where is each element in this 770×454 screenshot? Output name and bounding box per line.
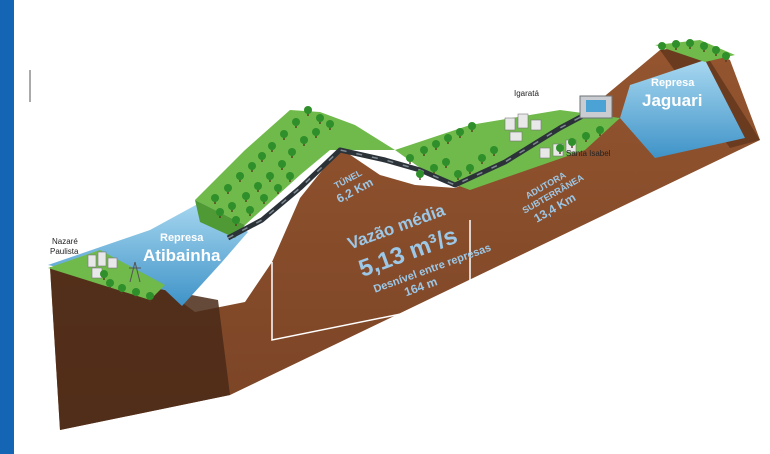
tree-icon: [286, 172, 294, 182]
tree-icon: [216, 208, 224, 218]
tree-icon: [300, 136, 308, 146]
tree-icon: [490, 146, 498, 156]
tree-icon: [246, 206, 254, 216]
tree-icon: [312, 128, 320, 138]
igarata-label: Igaratá: [514, 89, 539, 98]
atibainha-water: [48, 200, 248, 306]
tree-icon: [432, 140, 440, 150]
tree-icon: [582, 132, 590, 142]
tree-icon: [278, 160, 286, 170]
mountain-grass-side: [195, 200, 245, 238]
tree-icon: [280, 130, 288, 140]
igarata-plateau: [395, 110, 620, 190]
tree-icon: [556, 144, 564, 154]
tree-icon: [444, 134, 452, 144]
tree-icon: [211, 194, 219, 204]
tree-icon: [266, 172, 274, 182]
tree-icon: [430, 164, 438, 174]
earth-front-face: [50, 267, 230, 430]
tree-icon: [268, 142, 276, 152]
tree-icon: [228, 202, 236, 212]
tree-icon: [236, 172, 244, 182]
tree-icon: [442, 158, 450, 168]
tree-icon: [146, 292, 154, 302]
tree-icon: [466, 164, 474, 174]
tree-icon: [478, 154, 486, 164]
tree-icon: [254, 182, 262, 192]
tree-icon: [292, 118, 300, 128]
jaguari-label-2: Jaguari: [642, 91, 702, 110]
tree-icon: [686, 39, 694, 49]
tree-icon: [596, 126, 604, 136]
tree-icon: [326, 120, 334, 130]
tree-icon: [722, 52, 730, 62]
pump-station-tank: [586, 100, 606, 112]
tree-icon: [568, 138, 576, 148]
tree-icon: [420, 146, 428, 156]
building-icon: [87, 251, 118, 279]
tree-icon: [260, 194, 268, 204]
tree-icon: [456, 128, 464, 138]
jaguari-label-1: Represa: [651, 77, 695, 89]
tree-icon: [132, 288, 140, 298]
tree-icon: [416, 170, 424, 180]
nazare-label-1: Nazaré: [52, 237, 78, 246]
nazare-label-2: Paulista: [50, 247, 79, 256]
tree-icon: [224, 184, 232, 194]
tree-icon: [316, 114, 324, 124]
tree-icon: [288, 148, 296, 158]
page-left-bar: [0, 0, 14, 454]
tree-icon: [242, 192, 250, 202]
jaguari-water: [620, 60, 745, 158]
pipeline-icon: [226, 109, 592, 241]
tree-icon: [468, 122, 476, 132]
tree-icon: [248, 162, 256, 172]
power-pylon-icon: [129, 261, 141, 283]
atibainha-label-2: Atibainha: [143, 246, 221, 265]
tree-icon: [304, 106, 312, 116]
tree-icon: [106, 279, 114, 289]
tree-icon: [118, 284, 126, 294]
tree-icon: [672, 40, 680, 50]
tree-icon: [712, 46, 720, 56]
tree-icon: [406, 154, 414, 164]
tree-icon: [232, 216, 240, 226]
building-icon: [504, 113, 542, 142]
atibainha-label-1: Represa: [160, 232, 204, 244]
santa-isabel-label: Santa Isabel: [566, 149, 611, 158]
tree-icon: [454, 170, 462, 180]
tree-icon: [274, 184, 282, 194]
tree-icon: [100, 270, 108, 280]
elevation-outline: [271, 220, 471, 341]
tree-icon: [658, 42, 666, 52]
tree-icon: [700, 42, 708, 52]
tree-icon: [258, 152, 266, 162]
